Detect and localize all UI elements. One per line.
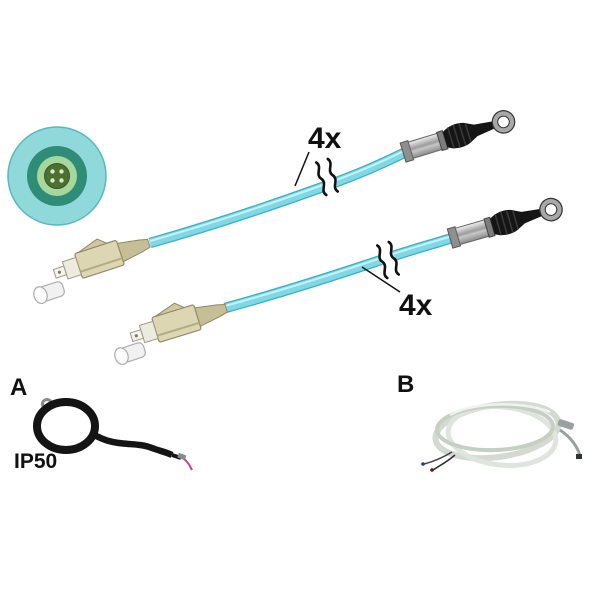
fiber-dot [50,178,55,183]
dust-cap-bottom [112,339,148,367]
thin-wire [423,451,453,465]
variant-a-label: A [10,374,27,401]
cable-highlight [224,235,453,307]
tube-end-tip [576,454,582,459]
dust-cap-top [31,278,67,306]
cable-a-photo [33,398,193,471]
lc-connector-bottom [124,288,232,351]
tube-end-fitting [557,419,575,430]
variant-b-label: B [397,371,414,398]
wire-tip-blue [421,462,425,466]
leader-line-top [294,151,310,187]
quantity-label-top: 4x [308,122,342,155]
cable-end-assembly-bottom [447,195,565,250]
cable-break-bottom [376,242,400,279]
lc-connector-top [47,223,154,288]
cross-section-core [44,163,70,189]
cable-a-pink-wire [183,458,193,471]
protection-rating-label: IP50 [14,450,57,473]
cable-jacket [223,234,454,312]
cable-a-crimp [177,453,187,460]
fiber-cross-section-diagram [7,126,107,226]
quantity-callout-bottom: 4x [361,266,433,322]
quantity-callout-top: 4x [294,122,342,187]
leader-line-bottom [361,266,401,293]
clear-tube-coil [435,403,555,453]
tube-end-strand [559,428,582,457]
fiber-dot [59,178,64,183]
cable-a-loop [33,398,99,454]
cable-jacket [148,148,408,247]
fiber-dot [59,169,64,174]
thin-wire [432,454,456,471]
cable-assembly-top [47,107,518,288]
cable-end-assembly-top [400,107,518,164]
quantity-label-bottom: 4x [399,289,433,322]
cable-b-photo [421,400,582,472]
cable-assembly-bottom [124,195,565,351]
wire-tip-dark [430,468,434,472]
tube-highlight [449,403,551,417]
cable-highlight [149,149,407,242]
fiber-dot [50,169,55,174]
cable-a-tail [91,431,174,458]
